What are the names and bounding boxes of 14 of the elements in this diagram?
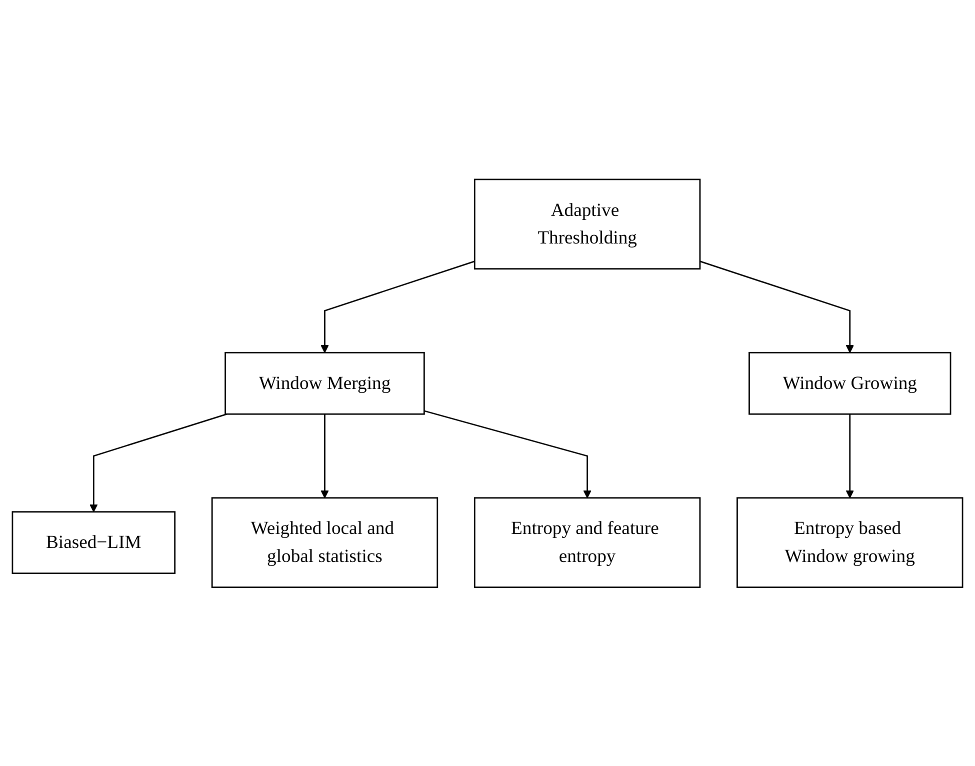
flowchart-diagram: Adaptive Thresholding Window Merging Window Growing Biased−LIM Weighted local and global statistics Entropy and feature entropy Entropy based Window growing bbox=[5, 172, 970, 594]
node-box bbox=[12, 510, 176, 574]
node-box bbox=[748, 352, 952, 414]
arrow bbox=[424, 410, 592, 498]
node-box bbox=[211, 496, 438, 588]
node-box bbox=[474, 496, 701, 588]
arrow bbox=[320, 260, 475, 353]
node-box bbox=[736, 496, 964, 588]
node-box bbox=[224, 352, 425, 414]
node-box bbox=[474, 178, 701, 270]
arrow bbox=[320, 414, 329, 498]
arrow bbox=[846, 414, 854, 498]
arrow bbox=[700, 260, 854, 353]
arrow bbox=[90, 413, 228, 512]
